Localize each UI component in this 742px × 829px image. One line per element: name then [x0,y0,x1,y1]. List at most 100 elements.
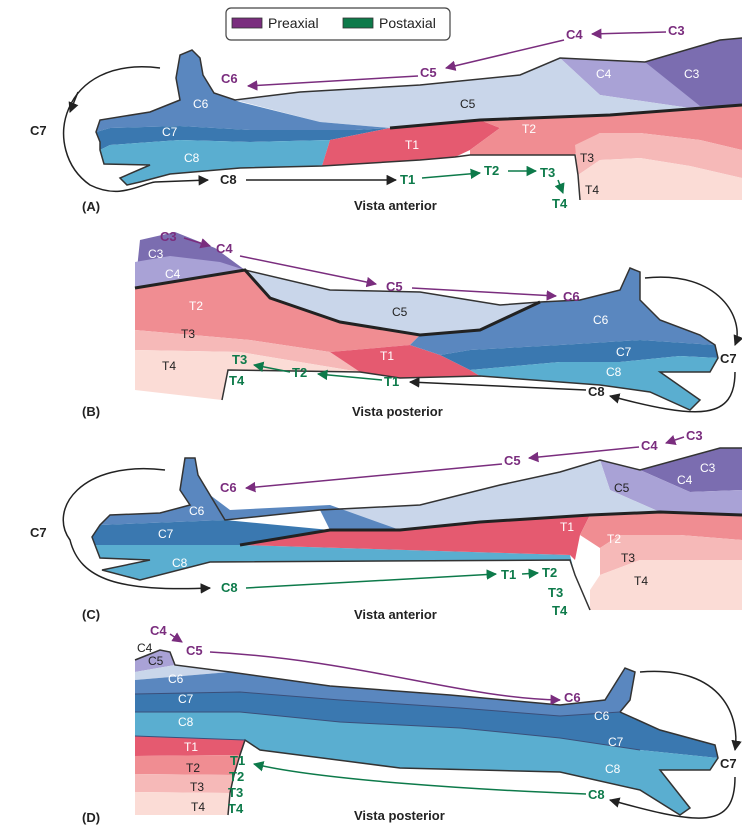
panel-c-seg-t2: T2 [607,532,621,546]
panel-a-seg-c8: C8 [184,151,200,165]
panel-b-pre-c6: C6 [563,289,580,304]
panel-b-label: (B) [82,404,100,419]
panel-c: C3 C4 C5 C6 C7 C8 T1 T2 T3 T4 C3 C4 C5 C… [30,428,742,622]
panel-a-label: (A) [82,199,100,214]
panel-c-region-c5 [320,460,660,530]
panel-a-post-arrow [421,168,482,180]
panel-d-region-t1 [135,736,245,756]
panel-d-seg-t4: T4 [191,800,205,814]
panel-d-post-c8: C8 [588,787,605,802]
panel-c-seg-c8: C8 [172,556,188,570]
panel-a-seg-t4: T4 [585,183,599,197]
panel-a-seg-t2: T2 [522,122,536,136]
panel-b-view: Vista posterior [352,404,443,419]
panel-b-region-t1 [330,345,480,378]
panel-a-seg-c7: C7 [162,125,178,139]
panel-b-region-c5 [245,270,540,335]
legend-swatch-postaxial [342,17,374,29]
panel-d-region-t2 [135,755,240,775]
legend-swatch-preaxial [231,17,263,29]
panel-c-post-t3: T3 [548,585,563,600]
panel-b-outline [134,267,719,411]
panel-c-label: (C) [82,607,100,622]
panel-d-seg-c8: C8 [178,715,194,729]
panel-a-loop-arrow [68,91,79,113]
panel-b-region-c6 [410,268,715,355]
panel-d-pre-arrow [209,651,562,706]
panel-d-seg-c6: C6 [168,672,184,686]
panel-a-pivot-c7: C7 [30,123,47,138]
panel-d-region-t4 [135,792,230,815]
panel-b-seg-c7: C7 [616,345,632,359]
legend-label-preaxial: Preaxial [268,15,319,31]
panel-a-seg-c6: C6 [193,97,209,111]
panel-d-pre-c4: C4 [150,623,167,638]
panel-c-pivot-c7: C7 [30,525,47,540]
panel-c-post-t4: T4 [552,603,568,618]
panel-c-region-c4 [600,460,742,515]
panel-d-seg-t3: T3 [190,780,204,794]
panel-d-pre-arrow [169,632,183,643]
panel-b-pre-c5: C5 [386,279,403,294]
panel-a: C3 C4 C5 C6 C7 C8 T1 T2 T3 T4 C3 C4 C5 C… [30,23,742,214]
panel-b-region-c8 [470,356,718,410]
panel-c-post-c8: C8 [221,580,238,595]
panel-c-pre-arrow [527,446,640,463]
legend-label-postaxial: Postaxial [379,15,436,31]
panel-d-seg-t2: T2 [186,761,200,775]
panel-b-seg-c8: C8 [606,365,622,379]
panel-a-pre-arrow [444,39,565,71]
panel-d-post-t1: T1 [230,753,245,768]
panel-c-region-t3 [600,535,742,575]
panel-d-post-t3: T3 [228,785,243,800]
panel-d-loop-bottom [608,776,736,819]
panel-d-seg-c6-hand: C6 [594,709,610,723]
panel-c-outline [91,447,742,611]
panel-b-post-t4: T4 [229,373,245,388]
legend: Preaxial Postaxial [225,7,451,41]
panel-c-region-t2 [580,512,742,548]
panel-d-seg-c8-hand: C8 [605,762,621,776]
panel-c-view: Vista anterior [354,607,437,622]
panel-d-post-t4: T4 [228,801,244,816]
panel-a-post-t3: T3 [540,165,555,180]
panel-c-seg-c3: C3 [700,461,716,475]
panel-c-region-c6 [100,458,400,530]
panel-c-pre-c6: C6 [220,480,237,495]
panel-c-region-t1 [240,515,590,560]
panel-b-loop-top [644,276,742,346]
panel-c-pre-c5: C5 [504,453,521,468]
panel-d-region-c6 [135,668,635,716]
panel-a-pre-c5: C5 [420,65,437,80]
panel-a-region-t4 [578,158,742,200]
panel-c-post-arrow [245,569,498,589]
panel-a-pre-c4: C4 [566,27,583,42]
panel-a-loop-arrow-c8 [154,175,210,186]
panel-c-region-c8 [95,545,575,580]
panel-b-seg-c5: C5 [392,305,408,319]
panel-b-seg-c6: C6 [593,313,609,327]
panel-a-pre-arrow [590,28,667,39]
panel-b-axial-line [134,268,541,337]
panel-b-seg-t2: T2 [189,299,203,313]
panel-d-boundaries [134,691,641,751]
panel-a-post-arrow [554,179,565,194]
panel-a-region-t3 [575,133,742,178]
panel-c-region-c3 [640,448,742,492]
panel-a-seg-c5: C5 [460,97,476,111]
panel-b-region-c7 [440,340,718,370]
panel-d-seg-c5: C5 [148,654,164,668]
panel-a-region-c7 [96,126,390,150]
panel-b-seg-t3: T3 [181,327,195,341]
panel-b-loop-bottom [608,371,736,413]
panel-b-pre-arrow [183,237,212,249]
panel-a-region-c8 [100,140,330,185]
panel-d-seg-t1: T1 [184,740,198,754]
panel-a-pre-c6: C6 [221,71,238,86]
panel-c-loop [62,467,212,594]
panel-c-seg-c7: C7 [158,527,174,541]
panel-c-pre-c3: C3 [686,428,703,443]
panel-d-region-c7 [135,692,718,758]
panel-b-post-t2: T2 [292,365,307,380]
